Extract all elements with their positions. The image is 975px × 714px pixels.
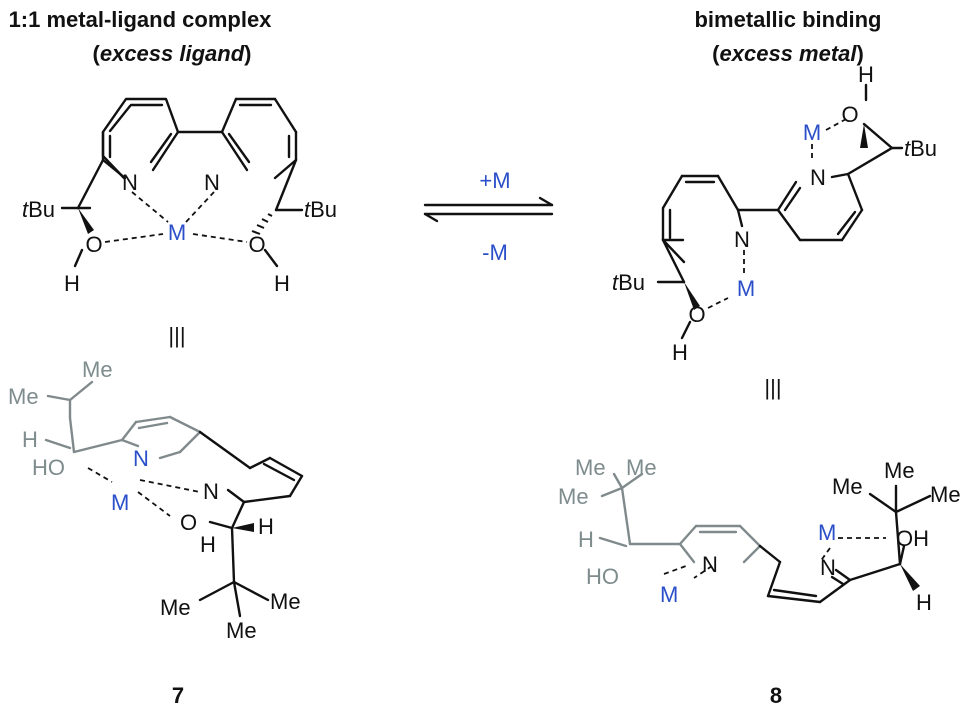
atom-n: N — [204, 170, 220, 195]
atom-n: N — [122, 170, 138, 195]
left-title: 1:1 metal-ligand complex — [9, 7, 273, 32]
hydroxyl-label: HO — [586, 564, 619, 589]
left-top-structure — [60, 97, 304, 268]
atom-metal: M — [660, 582, 678, 607]
atom-n: N — [133, 446, 149, 471]
compound-number: 7 — [172, 683, 184, 708]
methyl-label: Me — [575, 455, 606, 480]
atom-metal: M — [737, 276, 755, 301]
methyl-label: Me — [626, 455, 657, 480]
equivalence-symbol: ||| — [764, 375, 781, 400]
atom-h: H — [200, 532, 216, 557]
atom-metal: M — [803, 120, 821, 145]
right-top-structure — [656, 83, 904, 340]
atom-h: H — [858, 62, 874, 87]
right-3d-structure — [598, 472, 932, 604]
atom-o: O — [180, 510, 197, 535]
atom-h: H — [22, 427, 38, 452]
hydroxyl-label: HO — [32, 455, 65, 480]
equilibrium-arrows — [423, 196, 554, 223]
equivalence-symbol: ||| — [168, 323, 185, 348]
atom-n: N — [702, 552, 718, 577]
atom-h: H — [258, 514, 274, 539]
methyl-label: Me — [82, 357, 113, 382]
methyl-label: Me — [270, 589, 301, 614]
right-subtitle: (excess metal) — [712, 41, 864, 66]
atom-h: H — [916, 590, 932, 615]
tbu-label: tBu — [22, 197, 55, 222]
atom-o: O — [841, 102, 858, 127]
atom-n: N — [734, 227, 750, 252]
atom-h: H — [578, 527, 594, 552]
methyl-label: Me — [558, 484, 589, 509]
methyl-label: Me — [160, 595, 191, 620]
tbu-label: tBu — [612, 270, 645, 295]
atom-o: O — [248, 232, 265, 257]
methyl-label: Me — [832, 474, 863, 499]
atom-h: H — [64, 271, 80, 296]
atom-n: N — [203, 479, 219, 504]
minus-metal-label: -M — [482, 240, 508, 265]
methyl-label: Me — [930, 482, 961, 507]
atom-metal: M — [111, 490, 129, 515]
tbu-label: tBu — [304, 197, 337, 222]
atom-o: O — [85, 232, 102, 257]
left-3d-structure — [44, 380, 304, 618]
atom-metal: M — [168, 220, 186, 245]
plus-metal-label: +M — [479, 168, 510, 193]
tbu-label: tBu — [904, 136, 937, 161]
atom-h: H — [672, 340, 688, 365]
methyl-label: Me — [226, 618, 257, 643]
atom-h: H — [274, 271, 290, 296]
methyl-label: Me — [8, 384, 39, 409]
methyl-label: Me — [884, 458, 915, 483]
atom-o: O — [688, 302, 705, 327]
atom-n: N — [810, 165, 826, 190]
left-subtitle: (excess ligand) — [93, 41, 252, 66]
atom-n: N — [820, 555, 836, 580]
hydroxyl-label: OH — [896, 526, 929, 551]
right-title: bimetallic binding — [694, 7, 881, 32]
compound-number: 8 — [770, 683, 782, 708]
atom-metal: M — [818, 520, 836, 545]
